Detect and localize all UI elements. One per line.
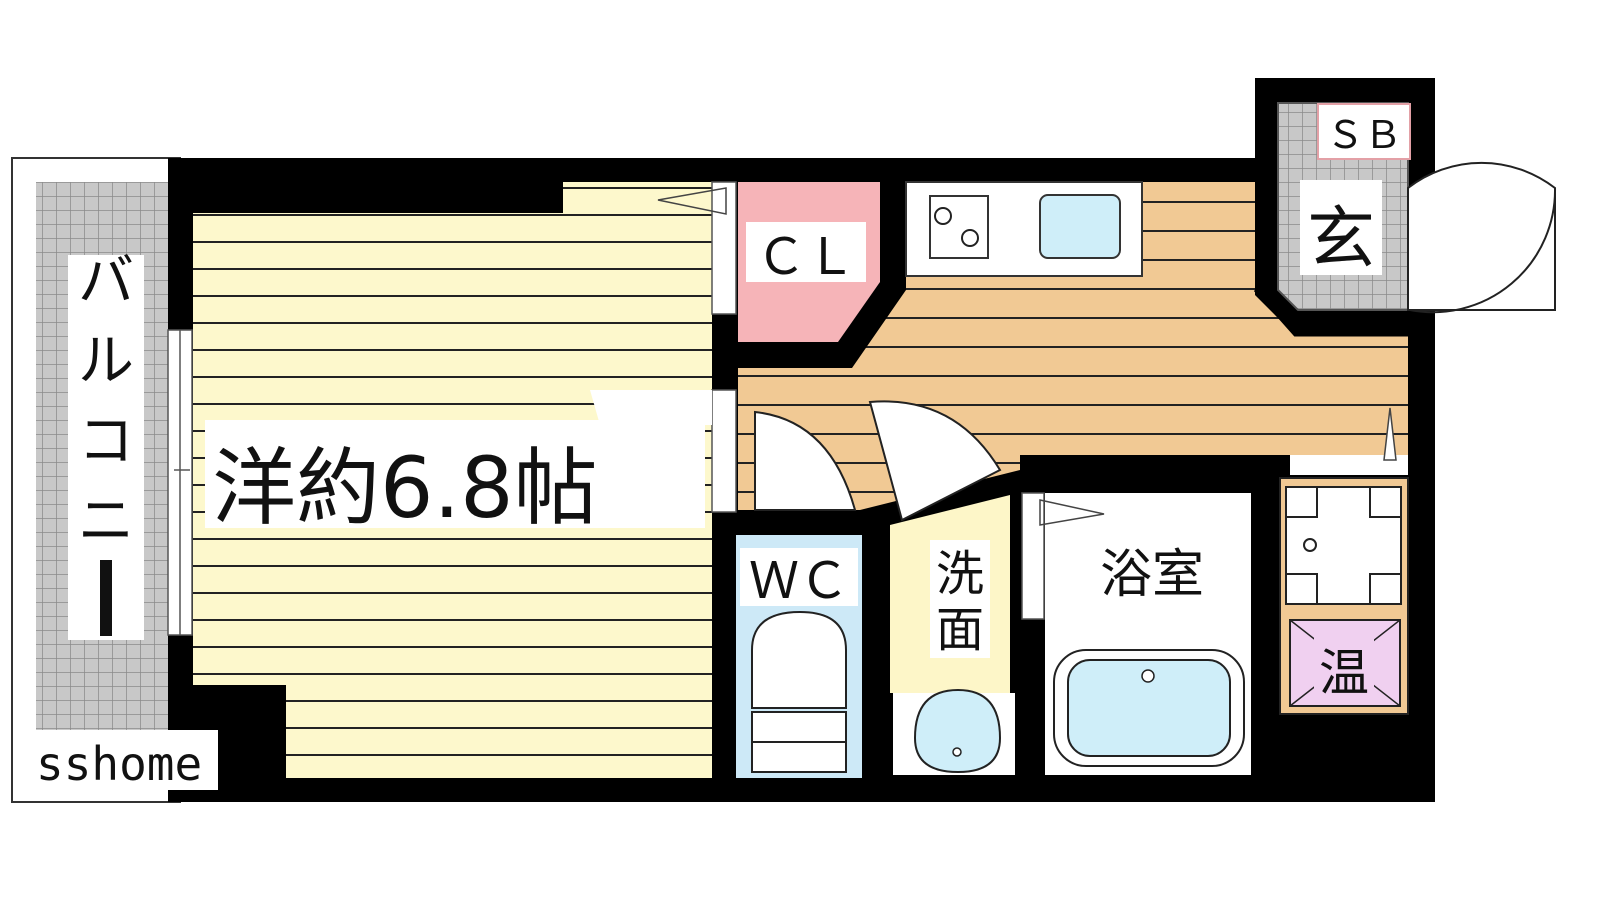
closet: ＣＬ [738, 182, 880, 342]
water-heater-label: 温 [1319, 644, 1369, 702]
bathtub-icon [1067, 659, 1231, 757]
svg-text:sshome: sshome [36, 737, 202, 791]
western-room-label: 洋約6.8帖 [212, 439, 598, 537]
western-room-door-swing [590, 390, 712, 425]
balcony: バ ル コ ニ [11, 157, 181, 803]
closet-door-swing [657, 187, 727, 215]
washroom: 洗 面 [868, 400, 1015, 775]
stove-icon [929, 195, 989, 259]
watermark: sshome [28, 730, 218, 791]
shoebox: ＳＢ [1317, 103, 1411, 160]
wc-door-swing [754, 410, 857, 511]
entrance-label: 玄 [1307, 200, 1375, 279]
kitchen-sink-icon [1039, 194, 1121, 259]
balcony-label: バ ル コ ニ [78, 249, 134, 636]
washing-machine-icon [1285, 486, 1402, 605]
balcony-window [167, 329, 193, 636]
bathroom-door [1021, 492, 1045, 620]
washroom-label-1: 洗 [936, 546, 984, 602]
western-room: 洋約6.8帖 [193, 182, 712, 778]
entrance-door-swing [1407, 161, 1556, 311]
washroom-label-2: 面 [936, 602, 984, 658]
wc-label: ＷＣ [749, 552, 849, 610]
svg-text:ニ: ニ [78, 489, 134, 554]
washbasin-icon [913, 688, 1002, 774]
wc: ＷＣ [736, 410, 862, 778]
svg-text:バ: バ [78, 249, 134, 314]
closet-door [711, 181, 737, 315]
bathroom: 浴室 [1021, 492, 1251, 775]
balcony-long-vowel-mark [100, 560, 112, 636]
shoebox-label: ＳＢ [1326, 113, 1402, 157]
toilet-icon [751, 610, 847, 709]
washroom-door-swing [868, 400, 1002, 522]
laundry-area: 温 [1279, 407, 1409, 715]
svg-text:ル: ル [78, 329, 134, 394]
closet-label: ＣＬ [756, 228, 856, 286]
svg-text:コ: コ [78, 409, 134, 474]
western-room-door [711, 389, 737, 513]
kitchen-counter [905, 181, 1143, 277]
bathroom-label: 浴室 [1100, 545, 1204, 605]
